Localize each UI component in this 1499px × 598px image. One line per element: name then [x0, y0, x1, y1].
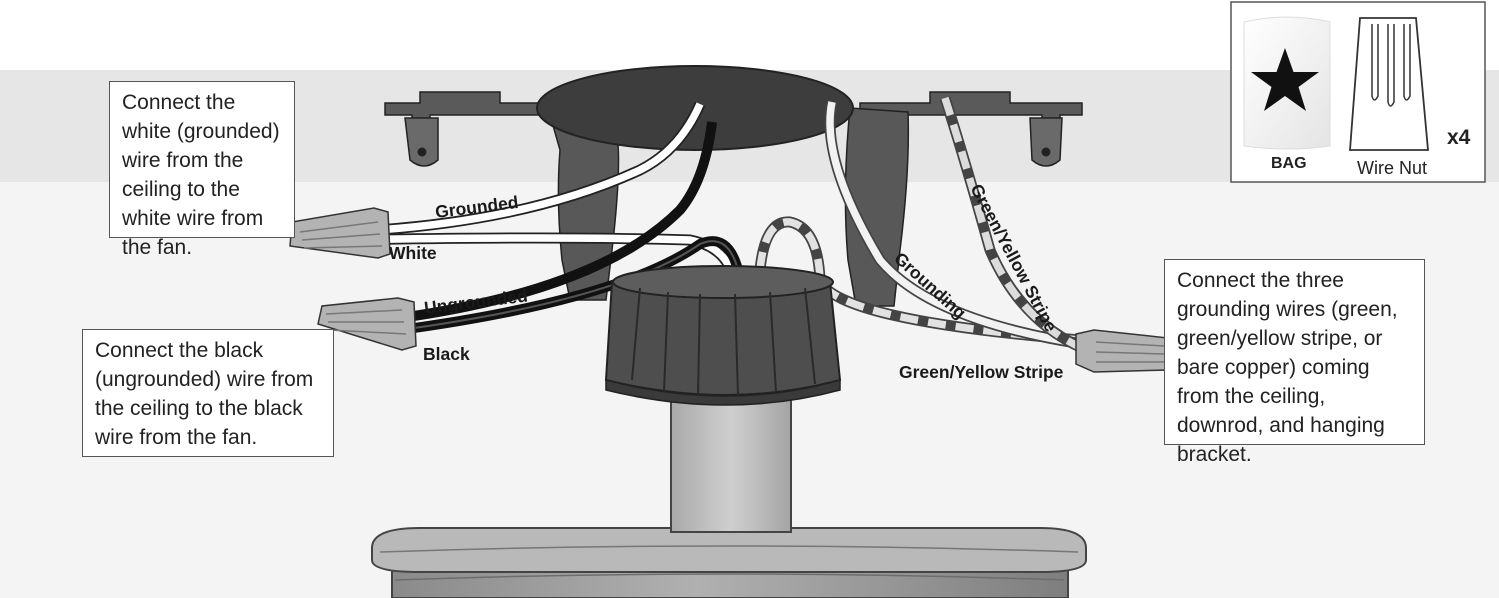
label-white: White: [389, 243, 437, 263]
downrod: [670, 391, 792, 533]
wire-nut-black: [317, 297, 417, 351]
wire-nut-label: Wire Nut: [1357, 158, 1427, 178]
callout-black-wire: Connect the black (ungrounded) wire from…: [82, 329, 334, 457]
motor-housing: [371, 527, 1087, 598]
bag-label: BAG: [1271, 155, 1307, 172]
callout-white-wire: Connect the white (grounded) wire from t…: [109, 81, 295, 259]
wire-nut-ground: [1075, 329, 1169, 373]
black-wires: [399, 121, 743, 335]
callout-grounding-wires: Connect the three grounding wires (green…: [1164, 259, 1425, 466]
parts-box: BAG Wire Nut x4: [1230, 1, 1486, 183]
star-icon: [1251, 48, 1319, 111]
label-black: Black: [423, 344, 470, 364]
hanging-bracket: [384, 91, 1083, 307]
white-wires: [339, 101, 736, 271]
coupling-cover: [604, 265, 842, 406]
quantity-label: x4: [1447, 126, 1471, 149]
label-stripe-bottom: Green/Yellow Stripe: [899, 362, 1064, 382]
wire-nut-icon: [1349, 17, 1429, 151]
